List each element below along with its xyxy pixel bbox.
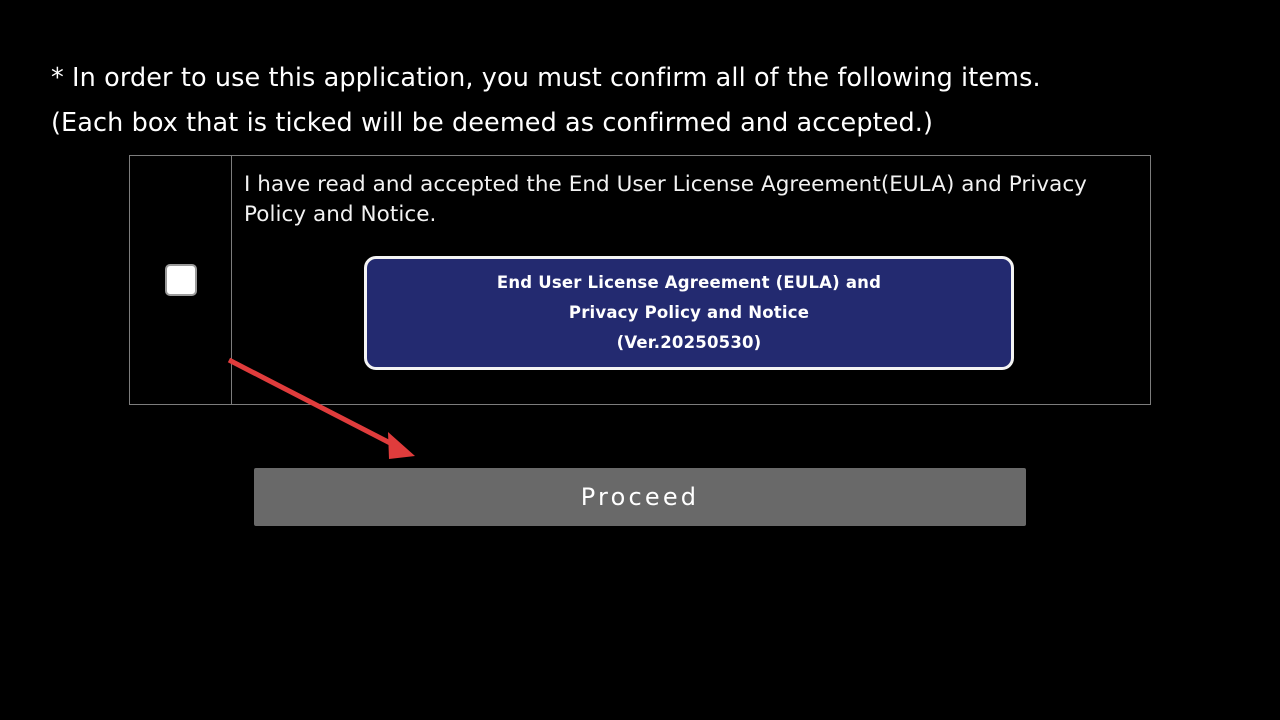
intro-instructions: * In order to use this application, you … (51, 56, 1171, 146)
eula-button-line-1: End User License Agreement (EULA) and (496, 273, 882, 292)
proceed-button[interactable]: Proceed (254, 468, 1026, 526)
eula-consent-checkbox[interactable] (164, 264, 197, 296)
intro-line-2: (Each box that is ticked will be deemed … (51, 108, 934, 138)
eula-document-button[interactable]: End User License Agreement (EULA) and Pr… (364, 256, 1014, 370)
eula-button-wrap: End User License Agreement (EULA) and Pr… (244, 256, 1134, 370)
consent-table: I have read and accepted the End User Li… (129, 155, 1151, 405)
consent-statement-text: I have read and accepted the End User Li… (244, 172, 1087, 227)
eula-button-line-2: Privacy Policy and Notice (568, 303, 810, 322)
checkbox-cell (130, 156, 232, 404)
consent-content-cell: I have read and accepted the End User Li… (232, 156, 1150, 404)
eula-button-version: (Ver.20250530) (616, 333, 762, 352)
intro-line-1: * In order to use this application, you … (51, 63, 1041, 93)
